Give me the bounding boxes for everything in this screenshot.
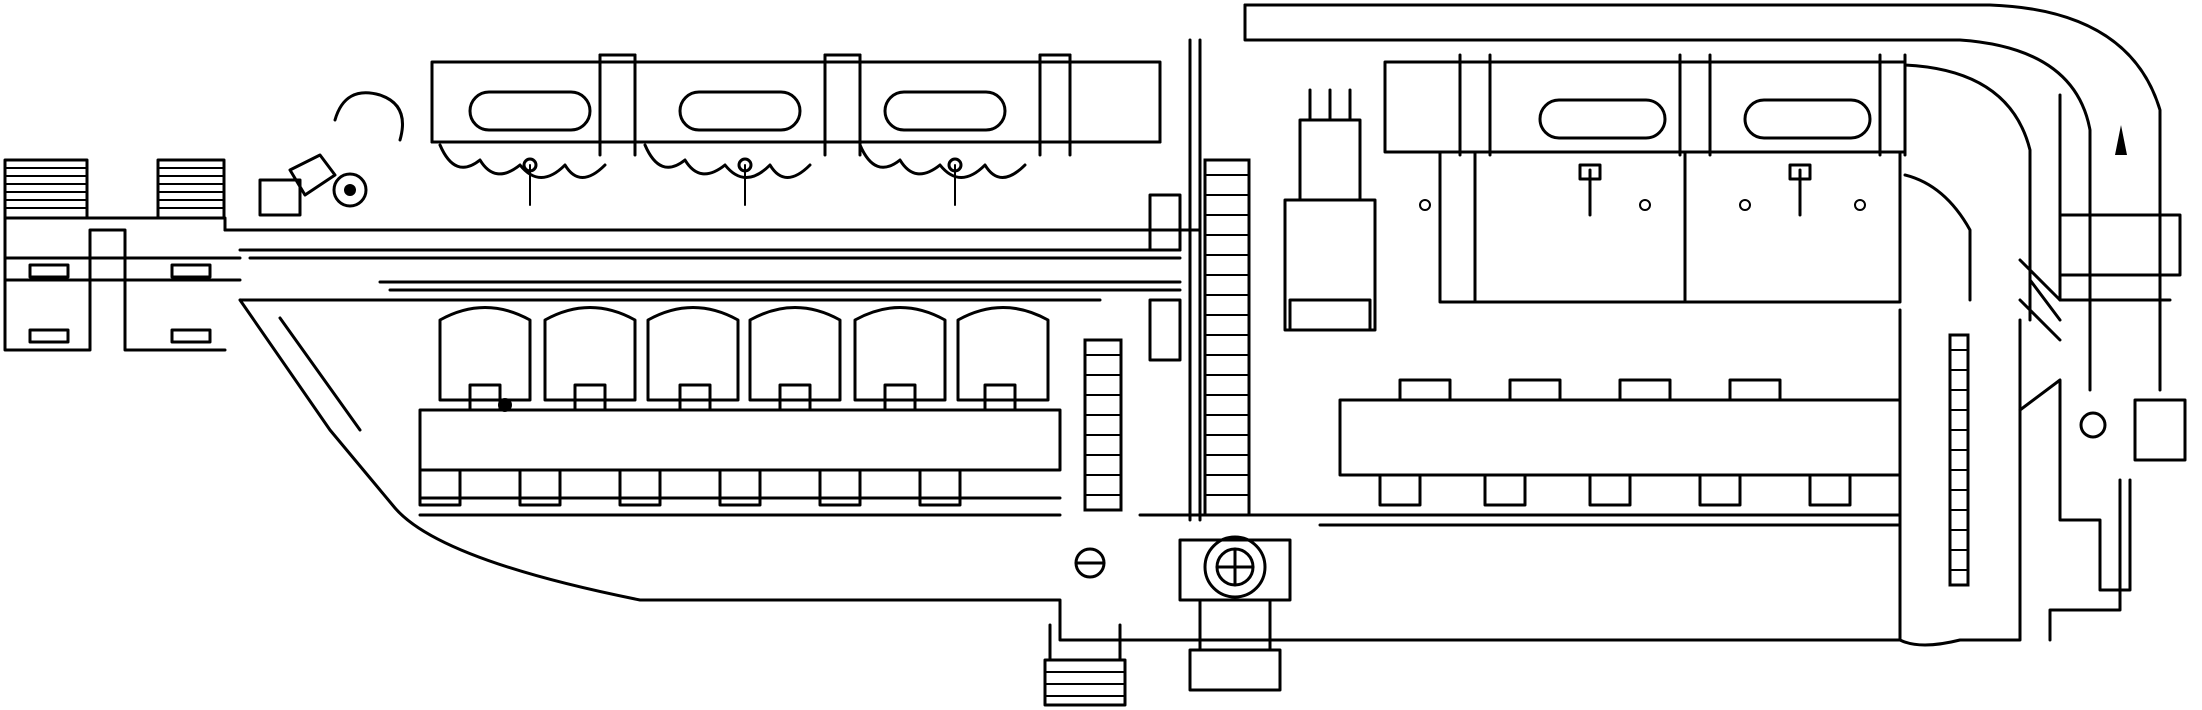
propeller-hub xyxy=(3,158,252,352)
crankcase xyxy=(238,298,1902,642)
camshaft-drive xyxy=(1283,88,1377,332)
accessory-drives xyxy=(1043,535,1292,707)
propeller-shaft xyxy=(223,228,1202,292)
pistons-left xyxy=(438,306,1050,412)
right-cylinder-bank xyxy=(1383,53,1907,304)
left-cylinder-bank xyxy=(258,53,1162,217)
crankshaft xyxy=(418,378,1902,507)
reduction-gear xyxy=(1083,38,1251,522)
rear-case xyxy=(1898,258,2187,647)
